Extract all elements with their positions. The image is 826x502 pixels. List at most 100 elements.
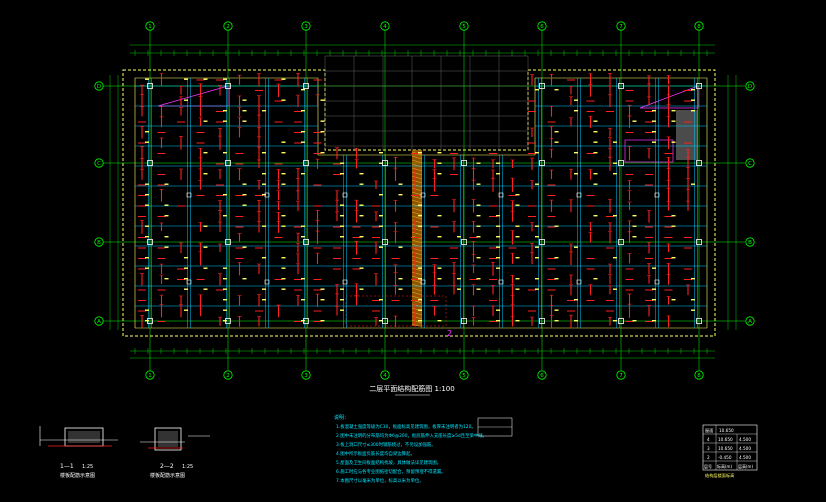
- axis-bubble-label: 6: [540, 24, 544, 30]
- rebar-label: [359, 173, 364, 175]
- rebar-label: [593, 278, 598, 280]
- axis-bubble-circle: [537, 370, 547, 380]
- rebar-label: [301, 320, 305, 322]
- axis-grid-lines: [103, 30, 745, 370]
- rebar-label: [223, 110, 227, 112]
- rebar-label: [632, 120, 637, 122]
- column: [696, 239, 702, 245]
- axis-bubble-circle: [459, 21, 469, 31]
- rebar-label: [593, 183, 598, 185]
- rebar-label: [574, 173, 578, 175]
- plan-title: 二层平面结构配筋图 1:100: [369, 384, 454, 393]
- rebar-label: [691, 309, 695, 311]
- note-item: 5.屋面及卫生间板面结构找坡，具体做法详见建筑图。: [336, 459, 441, 466]
- beam-grid: [135, 78, 707, 328]
- axis-bubble-label: 8: [697, 373, 701, 379]
- rebar-label: [496, 267, 500, 269]
- rebar-label: [164, 278, 169, 280]
- rebar-label: [301, 141, 305, 143]
- rebar-label: [671, 141, 676, 143]
- rebar-label: [145, 309, 149, 311]
- axis-bubble-label: D: [748, 84, 752, 90]
- stair-hatch-line: [411, 199, 423, 204]
- rebar-label: [145, 131, 149, 133]
- level-cell: 层号: [704, 463, 712, 469]
- axis-bubble-circle: [223, 370, 233, 380]
- note-item: 3.板上洞口尺寸≤300时钢筋绕过，不另设加强筋。: [336, 441, 436, 448]
- axis-bubble-circle: [616, 370, 626, 380]
- axis-bubble: 8: [694, 370, 704, 380]
- axis-bubble-label: 4: [383, 24, 387, 30]
- column: [264, 192, 270, 198]
- column: [225, 318, 231, 324]
- rebar-label: [340, 309, 344, 311]
- rebar-label: [203, 267, 208, 269]
- stair-hatch-line: [411, 215, 423, 220]
- column: [147, 160, 153, 166]
- rebar-label: [476, 183, 481, 185]
- rebar-label: [515, 204, 520, 206]
- rebar-label: [359, 236, 364, 238]
- rebar-label: [554, 141, 559, 143]
- level-cell: 3: [707, 446, 710, 451]
- note-item: 7.本图尺寸以毫米为单位，标高以米为单位。: [336, 477, 424, 484]
- rebar-label: [281, 267, 286, 269]
- rebar-label: [535, 278, 539, 280]
- rebar-label: [418, 320, 422, 322]
- rebar-label: [203, 225, 208, 227]
- rebar-label: [320, 320, 325, 322]
- rebar-label: [223, 320, 227, 322]
- axis-bubble: 1: [145, 21, 155, 31]
- rebar-label: [593, 141, 598, 143]
- level-table: 屋面 10.650 4 10.650 4.500 3 10.650 4.500 …: [702, 424, 758, 479]
- axis-bubble-label: A: [748, 319, 752, 325]
- rebar-label: [242, 204, 247, 206]
- rebar-label: [515, 225, 520, 227]
- column: [342, 192, 348, 198]
- rebar-label: [652, 131, 656, 133]
- rebar-label: [554, 257, 559, 259]
- column: [225, 83, 231, 89]
- rebar-label: [613, 320, 617, 322]
- column: [264, 279, 270, 285]
- axis-bubble-label: D: [97, 84, 101, 90]
- rebar-label: [496, 320, 500, 322]
- rebar-label: [223, 215, 227, 217]
- rebar-label: [574, 246, 578, 248]
- rebar-label: [301, 299, 305, 301]
- rebar-label: [320, 152, 325, 154]
- stair-hatch-line: [411, 283, 423, 288]
- rebar-label: [691, 299, 695, 301]
- rebar-label: [262, 257, 266, 259]
- rebar-label: [223, 309, 227, 311]
- rebar-label: [554, 89, 559, 91]
- axis-bubble-label: 4: [383, 373, 387, 379]
- stair-hatch-line: [411, 191, 423, 196]
- stair-hatch-line: [411, 211, 423, 216]
- rebar-label: [613, 215, 617, 217]
- axis-bubble-circle: [94, 316, 104, 326]
- rebar-label: [164, 236, 169, 238]
- column: [539, 83, 545, 89]
- rebar-label: [515, 288, 520, 290]
- zone-mark: 2: [447, 329, 452, 338]
- rebar-label: [262, 288, 266, 290]
- column: [539, 318, 545, 324]
- level-cell: 标高(m): [717, 463, 732, 469]
- rebar-label: [554, 309, 559, 311]
- rebar-label: [535, 246, 539, 248]
- level-cell: 4: [707, 437, 710, 442]
- rebar-label: [398, 194, 403, 196]
- axis-bubble-label: B: [97, 240, 101, 246]
- rebar-label: [223, 194, 227, 196]
- axis-bubble: 5: [459, 370, 469, 380]
- rebar-label: [496, 215, 500, 217]
- rebar-label: [262, 183, 266, 185]
- rebar-label: [613, 162, 617, 164]
- column: [498, 279, 504, 285]
- stair-hatch-line: [411, 163, 423, 168]
- rebar-label: [203, 246, 208, 248]
- axis-bubble-circle: [745, 158, 755, 168]
- column: [618, 83, 624, 89]
- rebar-label: [652, 110, 656, 112]
